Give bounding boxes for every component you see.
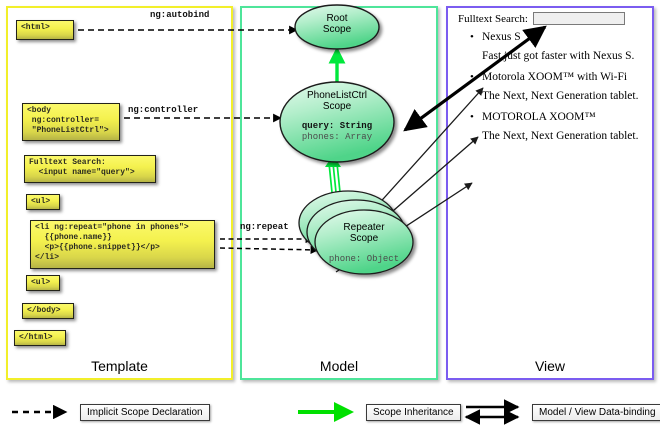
edge-label-controller: ng:controller bbox=[128, 105, 199, 115]
view-search-label: Fulltext Search: bbox=[458, 12, 528, 25]
code-body-open: <body ng:controller= "PhoneListCtrl"> bbox=[22, 103, 120, 141]
list-item[interactable]: MOTOROLA XOOM™ The Next, Next Generation… bbox=[452, 109, 648, 147]
view-phone-list: Nexus S Fast just got faster with Nexus … bbox=[452, 29, 648, 147]
code-html-close: </html> bbox=[14, 330, 66, 346]
edge-label-repeat: ng:repeat bbox=[240, 222, 289, 232]
legend-label-implicit: Implicit Scope Declaration bbox=[80, 403, 210, 421]
list-item-snippet: Fast just got faster with Nexus S. bbox=[482, 50, 635, 62]
panel-model: Model bbox=[240, 6, 438, 380]
panel-template-label: Template bbox=[91, 358, 148, 374]
code-search: Fulltext Search: <input name="query"> bbox=[24, 155, 156, 183]
legend-label-binding: Model / View Data-binding bbox=[532, 403, 660, 421]
code-ul-close: <ul> bbox=[26, 275, 60, 291]
legend-item-binding: Model / View Data-binding bbox=[462, 398, 660, 426]
panel-view-label: View bbox=[534, 358, 566, 374]
list-item-name: Motorola XOOM™ with Wi-Fi bbox=[452, 69, 648, 86]
green-arrow-icon bbox=[298, 402, 354, 422]
panel-template: Template bbox=[6, 6, 233, 380]
list-item-name: MOTOROLA XOOM™ bbox=[452, 109, 648, 126]
dashed-arrow-icon bbox=[12, 404, 68, 420]
view-search-row: Fulltext Search: bbox=[452, 12, 648, 25]
view-search-input[interactable] bbox=[532, 12, 625, 25]
code-li-repeat: <li ng:repeat="phone in phones"> {{phone… bbox=[30, 220, 215, 269]
code-ul-open: <ul> bbox=[26, 194, 60, 210]
legend-label-inherit: Scope Inheritance bbox=[366, 403, 461, 421]
panel-model-label: Model bbox=[319, 358, 359, 374]
list-item[interactable]: Nexus S Fast just got faster with Nexus … bbox=[452, 29, 648, 67]
double-arrow-icon bbox=[464, 399, 520, 425]
view-content: Fulltext Search: Nexus S Fast just got f… bbox=[452, 12, 648, 149]
legend-item-inherit: Scope Inheritance bbox=[296, 402, 461, 422]
list-item-snippet: The Next, Next Generation tablet. bbox=[482, 90, 639, 102]
list-item-name: Nexus S bbox=[452, 29, 648, 46]
edge-label-autobind: ng:autobind bbox=[150, 10, 210, 20]
list-item-snippet: The Next, Next Generation tablet. bbox=[482, 130, 639, 142]
legend: Implicit Scope Declaration Scope Inherit… bbox=[0, 392, 660, 435]
list-item[interactable]: Motorola XOOM™ with Wi-Fi The Next, Next… bbox=[452, 69, 648, 107]
code-body-close: </body> bbox=[22, 303, 74, 319]
legend-item-implicit: Implicit Scope Declaration bbox=[10, 402, 210, 422]
code-html-open: <html> bbox=[16, 20, 74, 40]
